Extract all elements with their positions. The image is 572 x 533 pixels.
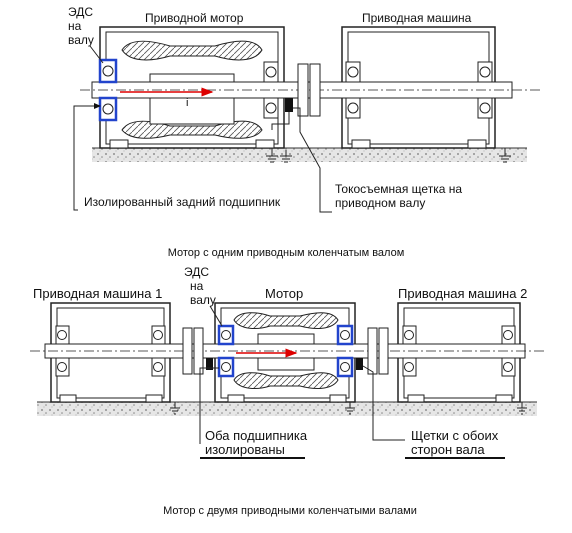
bottom-brush-right <box>356 358 363 370</box>
top-bearing-label: Изолированный задний подшипник <box>84 195 281 209</box>
top-current-label: i <box>186 97 188 109</box>
bottom-winding-upper <box>233 312 339 329</box>
bottom-machine1-housing <box>50 302 171 403</box>
top-ground-symbol-1 <box>266 148 278 163</box>
top-caption: Мотор с одним приводным коленчатым валом <box>168 247 405 259</box>
bottom-emf-leader <box>209 305 223 327</box>
top-ground <box>92 148 527 162</box>
top-ground-symbol-2 <box>499 148 511 163</box>
bottom-bearings-leader <box>199 367 219 444</box>
top-winding-upper <box>121 40 263 61</box>
top-emf-label: ЭДС на валу <box>68 5 96 47</box>
top-bearing-insulated <box>98 58 118 122</box>
top-brush-leader <box>293 107 332 213</box>
bottom-brushes-leader <box>362 365 405 441</box>
bottom-diagram: Приводная машина 1 ЭДС на валу Мотор При… <box>30 265 545 517</box>
bottom-brush-left <box>206 358 213 370</box>
top-bearing-leader <box>73 103 101 211</box>
bottom-bearings-label: Оба подшипника изолированы <box>205 428 311 457</box>
bottom-machine1-label: Приводная машина 1 <box>33 286 162 301</box>
top-brush <box>271 98 293 163</box>
bottom-ground-symbol-2 <box>345 402 355 415</box>
top-coupling <box>297 63 321 117</box>
top-brush-label: Токосъемная щетка на приводном валу <box>335 182 465 210</box>
top-motor-housing <box>99 26 285 149</box>
top-motor-label: Приводной мотор <box>145 11 244 25</box>
bottom-brushes-label: Щетки с обоих сторон вала <box>411 428 502 457</box>
bottom-ground-symbol-3 <box>517 402 527 415</box>
bottom-ground-symbol-1 <box>170 402 180 415</box>
bottom-bearing-insulated-left <box>217 324 235 378</box>
top-machine-label: Приводная машина <box>362 11 472 25</box>
top-diagram: i ЭДС на валу Приводной мотор Приводная … <box>68 5 540 259</box>
top-emf-leader <box>89 45 104 64</box>
bottom-coupling-left <box>182 327 204 375</box>
bottom-caption: Мотор с двумя приводными коленчатыми вал… <box>163 505 417 517</box>
bottom-bearing-insulated-right <box>336 324 354 378</box>
bottom-motor-label: Мотор <box>265 286 303 301</box>
top-bearing-machine <box>345 61 493 119</box>
bottom-winding-lower <box>233 372 339 389</box>
bottom-machine2-label: Приводная машина 2 <box>398 286 527 301</box>
top-bearing-front <box>263 61 279 119</box>
bottom-ground <box>37 402 537 416</box>
bottom-emf-label: ЭДС на валу <box>184 265 216 307</box>
